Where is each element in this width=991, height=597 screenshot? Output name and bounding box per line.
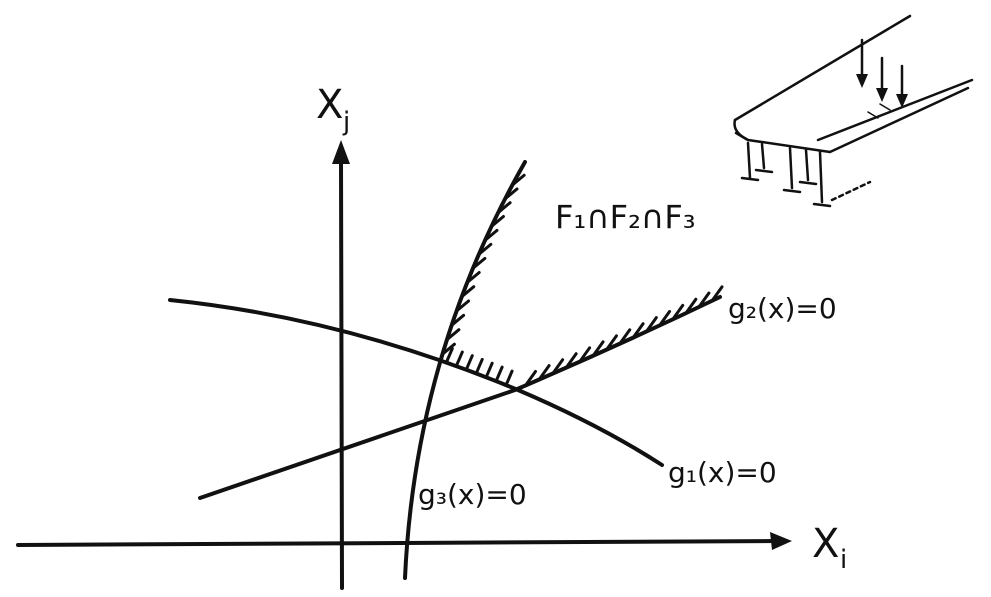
hatch-tick-g2 [564, 352, 578, 370]
x-axis-line [16, 539, 780, 547]
label-feasible-set: F₁∩F₂∩F₃ [555, 198, 696, 236]
hatch-tick-g2 [537, 364, 551, 382]
hatch-tick-g3 [489, 215, 505, 229]
hatch-tick-g2 [551, 358, 565, 376]
hatch-tick-g3 [477, 242, 493, 256]
hatch-tick-g3 [465, 271, 481, 285]
hatch-tick-g1 [484, 361, 494, 379]
hatch-tick-g1 [454, 350, 464, 368]
hatch-tick-g2 [604, 334, 618, 352]
hatch-tick-g2 [591, 340, 605, 358]
hatch-tick-g3 [445, 328, 461, 342]
x-axis-arrowhead [770, 532, 792, 550]
hatch-tick-g3 [496, 201, 512, 215]
hatch-tick-g2 [578, 346, 592, 364]
x-axis-subscript: i [840, 545, 847, 575]
hatch-tick-g2 [710, 285, 724, 303]
hatch-tick-g1 [464, 354, 474, 372]
hatch-tick-g3 [440, 342, 456, 356]
y-axis-subscript: j [342, 107, 350, 137]
hatch-tick-g3 [510, 173, 526, 187]
bridge-deck-girder-icon [733, 14, 974, 208]
label-g1: g₁(x)=0 [668, 456, 777, 489]
y-axis-arrowhead [332, 140, 350, 164]
y-axis-label: X [316, 82, 343, 128]
hatch-tick-g3 [460, 285, 476, 299]
curve-g2 [198, 295, 722, 500]
hatch-tick-g2 [671, 303, 685, 321]
hatch-tick-g3 [455, 299, 471, 313]
curve-g3 [403, 160, 527, 580]
hatch-tick-g2 [618, 328, 632, 346]
label-g2: g₂(x)=0 [728, 292, 837, 325]
hatch-tick-g2 [523, 369, 537, 387]
feasible-region-hatching [440, 173, 724, 387]
x-axis-label: X [812, 521, 839, 567]
hatch-tick-g2 [658, 310, 672, 328]
hatch-tick-g2 [644, 316, 658, 334]
labels: X i X j g₁(x)=0 g₂(x)=0 g₃(x)=0 F₁∩F₂∩F₃ [316, 82, 847, 575]
label-g3: g₃(x)=0 [418, 478, 527, 511]
hatch-tick-g3 [503, 187, 519, 201]
hatch-tick-g3 [450, 313, 466, 327]
axes [16, 140, 792, 590]
hatch-tick-g3 [483, 228, 499, 242]
hatch-tick-g1 [444, 347, 454, 365]
curve-g1 [168, 298, 664, 467]
hatch-tick-g3 [471, 256, 487, 270]
hatch-tick-g1 [474, 357, 484, 375]
hatch-tick-g2 [697, 291, 711, 309]
hatch-tick-g1 [504, 369, 514, 387]
hatch-tick-g2 [631, 322, 645, 340]
constraint-curves [168, 160, 722, 580]
y-axis-line [339, 156, 344, 590]
hatch-tick-g1 [494, 365, 504, 383]
hatch-tick-g2 [684, 297, 698, 315]
